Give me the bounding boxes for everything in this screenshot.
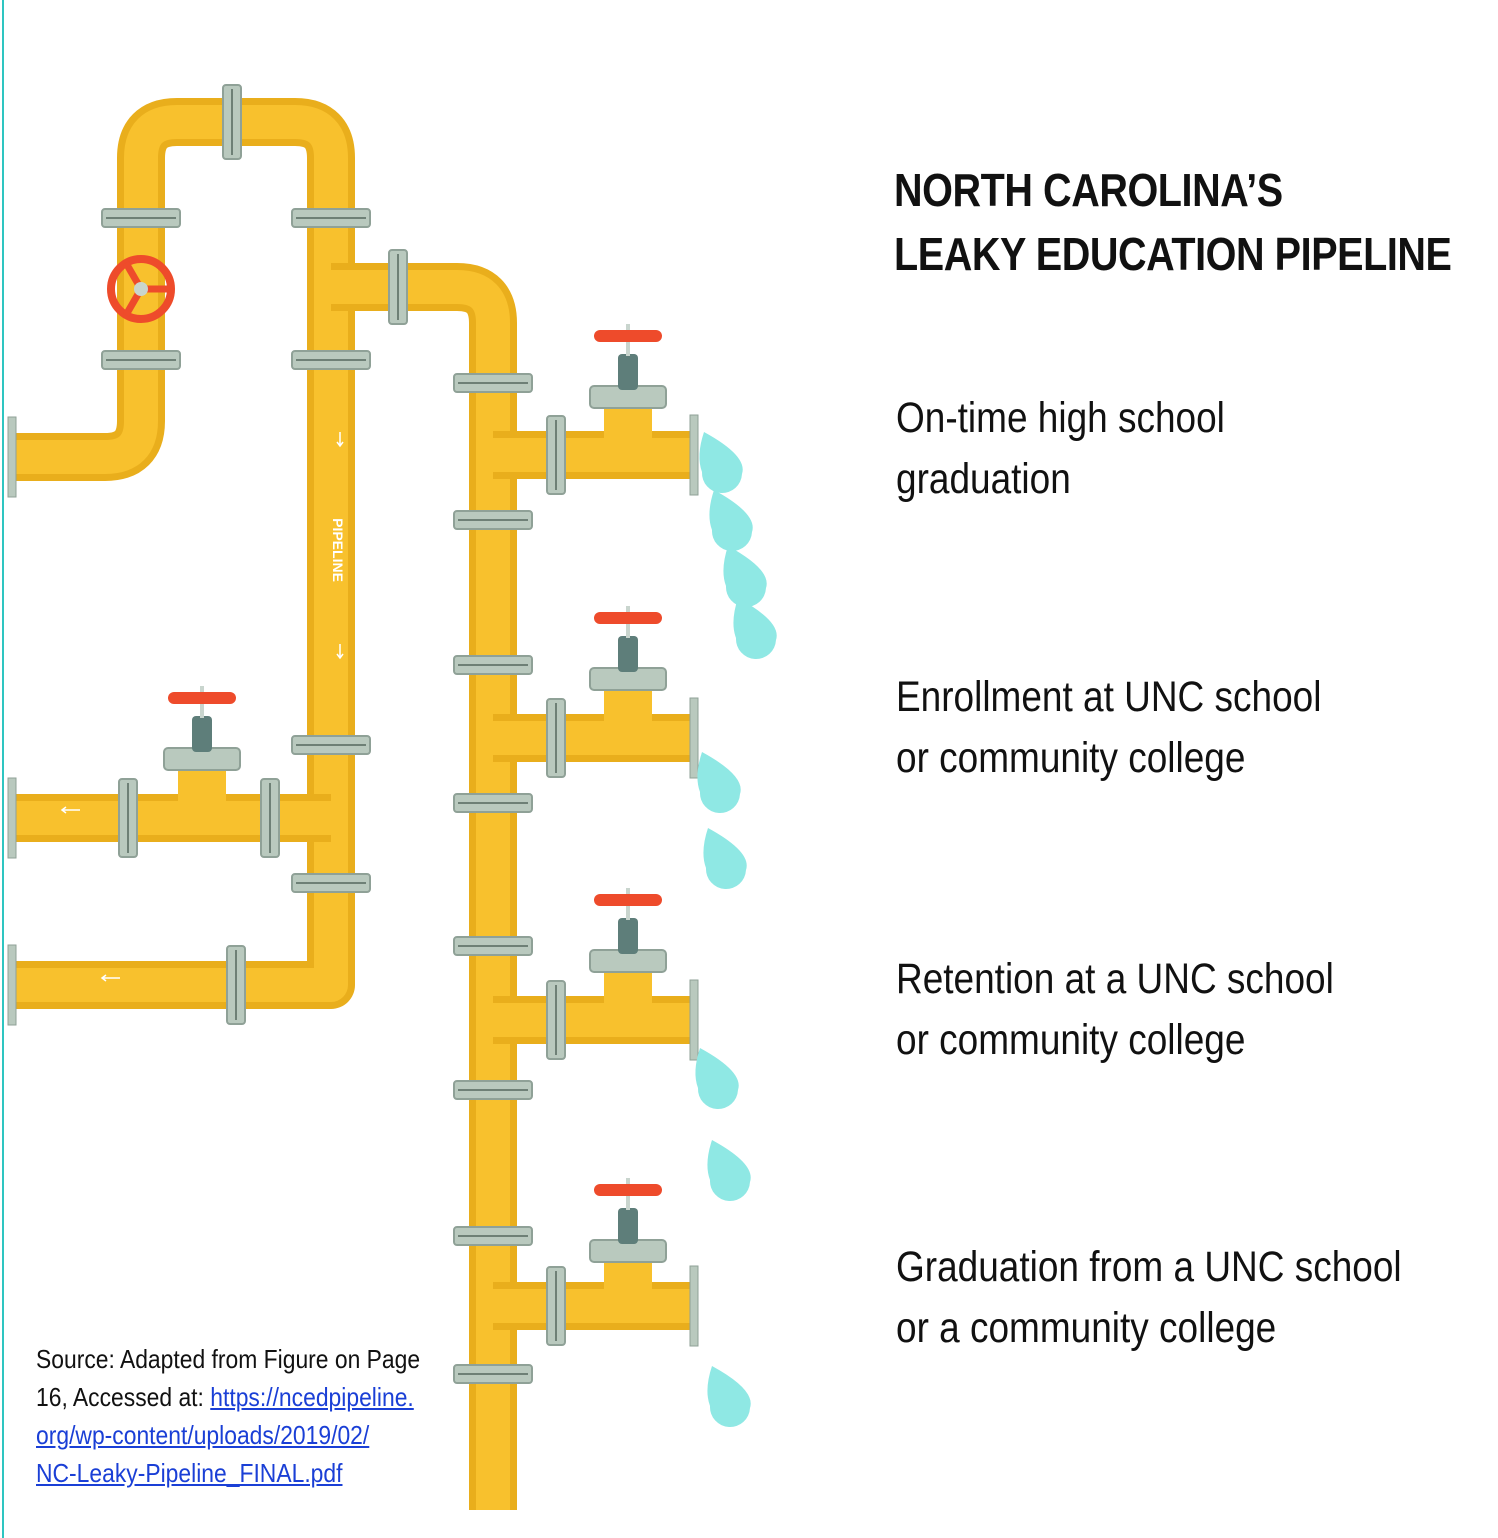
pipeline-label: PIPELINE — [330, 518, 346, 582]
pipe-end-cap-4 — [689, 1265, 699, 1347]
pipe-start-cap-1 — [7, 777, 17, 859]
stage-label-high-school-graduation: On-time high school graduation — [896, 394, 1225, 503]
wheel-valve — [107, 255, 175, 323]
water-drop-3-2 — [707, 1140, 751, 1202]
water-drop-3-1 — [695, 1048, 739, 1110]
flow-arrow-down-1 — [336, 644, 344, 660]
water-drop-2-2 — [703, 828, 747, 890]
source-note: Source: Adapted from Figure on Page 16, … — [36, 1344, 421, 1488]
faucet-valve-4-handle — [594, 1184, 662, 1196]
faucet-valve-3-handle — [594, 894, 662, 906]
water-drop-4-1 — [707, 1366, 751, 1428]
left-valve-handle — [168, 692, 236, 704]
pipe-end-cap-3 — [689, 979, 699, 1061]
water-drop-1-4 — [733, 598, 777, 660]
stage-label-enrollment: Enrollment at UNC school or community co… — [896, 673, 1322, 782]
pipe-upper-loop — [14, 98, 355, 1009]
flow-arrow-left-1 — [100, 974, 120, 982]
pipe-start-cap-0 — [7, 416, 17, 498]
faucet-valve-2-handle — [594, 612, 662, 624]
faucet-valve-2-stem — [618, 636, 638, 672]
left-valve-stem — [192, 716, 212, 752]
faucet-valve-1-stem — [618, 354, 638, 390]
title-line-1: NORTH CAROLINA’S — [894, 164, 1283, 216]
faucet-valve-3-stem — [618, 918, 638, 954]
title-line-2: LEAKY EDUCATION PIPELINE — [894, 228, 1452, 280]
wheel-valve-hub — [134, 282, 148, 296]
pipe-connector-highlight — [331, 270, 510, 1510]
pipe-end-cap-2 — [689, 697, 699, 779]
flow-arrow-left-0 — [60, 806, 80, 814]
water-drop-1-3 — [723, 546, 767, 608]
faucet-valve-1-handle — [594, 330, 662, 342]
stage-label-retention: Retention at a UNC school or community c… — [896, 955, 1334, 1064]
water-drop-2-1 — [697, 752, 741, 814]
pipe-connector — [331, 263, 517, 1510]
water-drop-1-1 — [699, 432, 743, 494]
pipe-end-cap-1 — [689, 414, 699, 496]
source-link-part-3[interactable]: NC-Leaky-Pipeline_FINAL.pdf — [36, 1458, 343, 1488]
water-drop-1-2 — [709, 490, 753, 552]
faucet-valve-4-stem — [618, 1208, 638, 1244]
stage-label-college-graduation: Graduation from a UNC school or a commun… — [896, 1243, 1402, 1352]
source-link-part-2[interactable]: org/wp-content/uploads/2019/02/ — [36, 1420, 370, 1450]
pipe-upper-loop-highlight — [14, 105, 348, 1002]
left-edge-line — [2, 0, 4, 1538]
infographic-title: NORTH CAROLINA’S LEAKY EDUCATION PIPELIN… — [894, 158, 1452, 286]
source-link-part-1[interactable]: https://ncedpipeline. — [210, 1382, 414, 1412]
flow-arrow-down-0 — [336, 432, 344, 448]
pipe-start-cap-2 — [7, 944, 17, 1026]
